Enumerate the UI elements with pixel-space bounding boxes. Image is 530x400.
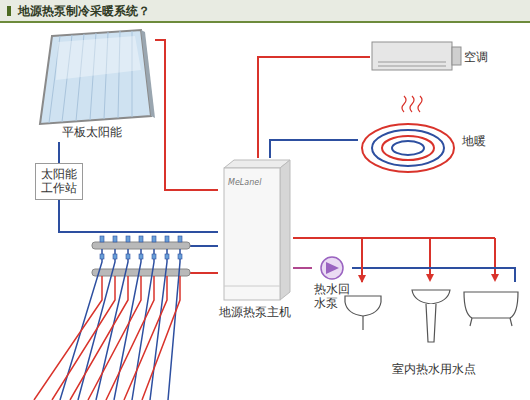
return-pump bbox=[321, 257, 343, 279]
node-label: 太阳能工作站 bbox=[41, 167, 77, 196]
brand-logo: MeLanel bbox=[228, 178, 261, 188]
solar-station-box: 太阳能工作站 bbox=[35, 163, 83, 200]
solar-panel-node: 平板太阳能 bbox=[30, 28, 155, 142]
diagram-title: 地源热泵制冷采暖系统？ bbox=[18, 3, 150, 20]
pipe-line bbox=[59, 200, 218, 232]
node-label: 地暖 bbox=[462, 134, 486, 148]
node-label: 热水回水泵 bbox=[314, 282, 350, 311]
node-label: 平板太阳能 bbox=[62, 125, 122, 139]
ac-unit bbox=[372, 42, 461, 70]
fixtures-node: 室内热水用水点 bbox=[340, 282, 522, 382]
hot-water-branch bbox=[362, 238, 499, 282]
node-label: 地源热泵主机 bbox=[219, 305, 291, 319]
title-icon bbox=[7, 6, 11, 16]
solar-panel bbox=[40, 30, 155, 124]
ac-node: 空调 bbox=[370, 40, 490, 74]
title-bar: 地源热泵制冷采暖系统？ bbox=[0, 0, 530, 23]
pipe-line bbox=[58, 142, 60, 163]
pipe-line bbox=[258, 57, 370, 158]
pump-node: 热水回水泵 bbox=[312, 255, 352, 313]
ground-manifold bbox=[34, 236, 218, 400]
floor-heating-coil bbox=[362, 96, 454, 172]
pipe-line bbox=[352, 268, 515, 282]
floor-heating-node: 地暖 bbox=[358, 110, 488, 180]
heat-pump-cabinet bbox=[224, 160, 290, 300]
pipe-line bbox=[270, 140, 358, 158]
pipe-line bbox=[155, 40, 218, 190]
node-label: 室内热水用水点 bbox=[392, 362, 476, 376]
pipe-line bbox=[293, 267, 312, 269]
node-label: 空调 bbox=[464, 50, 488, 64]
water-fixtures bbox=[345, 290, 518, 342]
heat-pump-node: MeLanel 地源热泵主机 bbox=[218, 158, 293, 323]
pipe-line bbox=[293, 238, 362, 282]
